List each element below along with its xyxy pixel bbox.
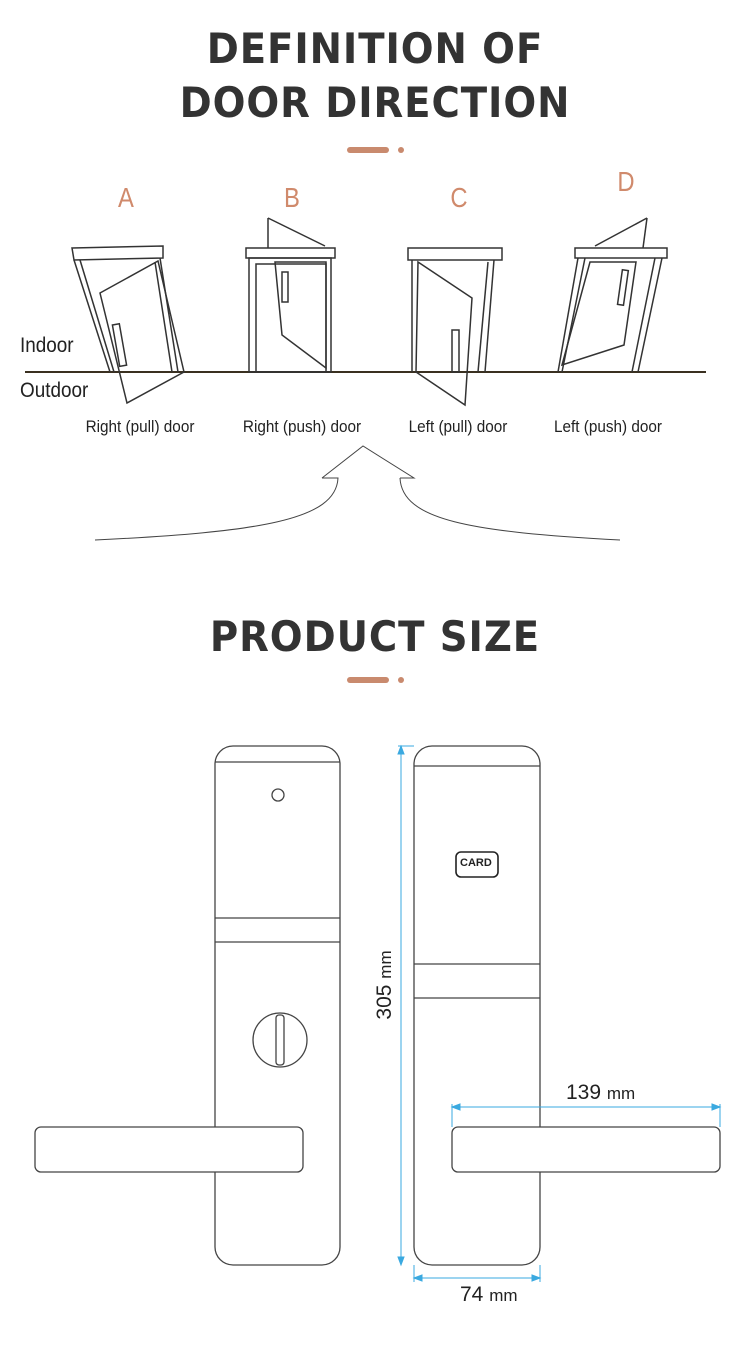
up-arrow-icon [94,445,621,541]
lock-card-view [413,745,721,1266]
door-letter-a: A [118,182,134,213]
title-line2: DOOR DIRECTION [179,78,571,127]
handle-dimension: 139 mm [566,1081,636,1104]
door-b-icon [245,217,336,373]
product-size-title: PRODUCT SIZE [209,612,541,661]
door-letter-c: C [450,182,468,213]
accent-divider-2 [347,677,404,683]
door-label-b: Right (push) door [242,417,362,436]
accent-divider-1 [347,147,404,153]
door-letter-d: D [617,166,635,197]
door-letter-b: B [284,182,300,213]
door-d-icon [557,217,668,373]
handle-front [34,1126,304,1173]
keyhole-icon [271,788,285,802]
dimension-lines [397,744,722,1282]
card-reader-icon [455,851,499,878]
door-c-icon [407,247,503,407]
height-dimension: 305 mm [373,950,396,1020]
indoor-label: Indoor [20,334,74,357]
door-label-d: Left (push) door [553,417,663,436]
lock-front-view [34,745,341,1266]
thumb-turn-icon [252,1012,308,1068]
card-label: CARD [460,857,492,869]
width-dimension: 74 mm [460,1283,518,1306]
handle-card-side [451,1126,721,1173]
door-label-a: Right (pull) door [85,417,195,436]
door-a-icon [71,245,185,405]
title-line1: DEFINITION OF [206,24,544,73]
door-label-c: Left (pull) door [408,417,508,436]
outdoor-label: Outdoor [20,379,89,402]
